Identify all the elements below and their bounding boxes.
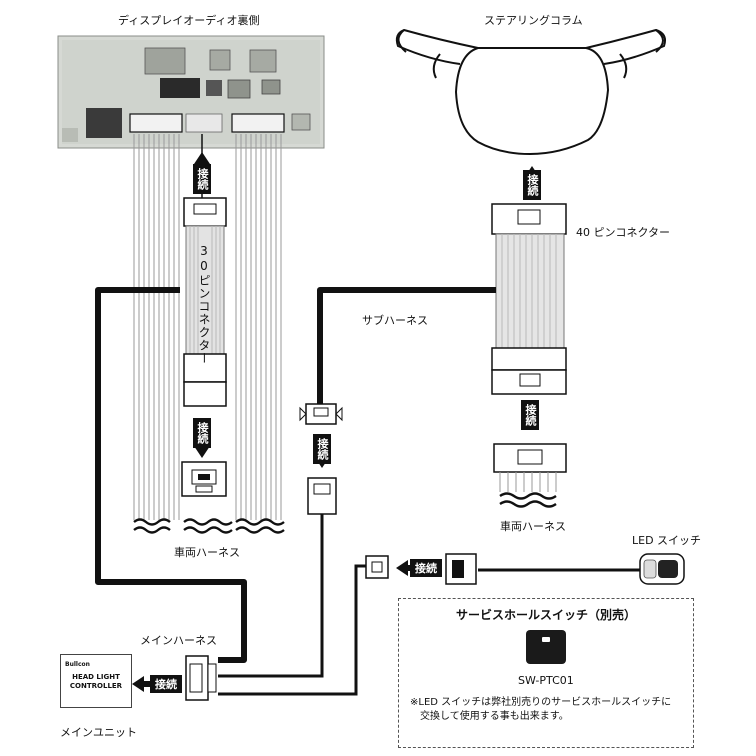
harness-lines bbox=[95, 287, 496, 663]
unit-line2: CONTROLLER bbox=[69, 682, 123, 690]
connect-tag-sub-harness: 接続 bbox=[313, 434, 331, 464]
label-main-harness: メインハーネス bbox=[140, 634, 217, 647]
service-switch-note-2: 交換して使用する事も出来ます。 bbox=[420, 711, 569, 722]
vehicle-connector-right bbox=[493, 443, 567, 492]
service-switch-button bbox=[526, 630, 566, 664]
arrow-left-unit bbox=[132, 676, 150, 692]
service-switch-note-1: ※LED スイッチは弊社別売りのサービスホールスイッチに bbox=[410, 697, 672, 708]
connect-tag-steering: 接続 bbox=[523, 170, 541, 200]
main-harness-connector bbox=[185, 655, 217, 701]
service-switch-model: SW-PTC01 bbox=[518, 674, 574, 687]
label-vehicle-harness-right: 車両ハーネス bbox=[500, 520, 566, 533]
wavy-lines-right bbox=[499, 492, 557, 508]
steering-column bbox=[395, 28, 666, 156]
sub-harness-connector-female bbox=[299, 403, 343, 425]
led-connector-right bbox=[445, 553, 477, 585]
main-unit: Bullcon HEAD LIGHT CONTROLLER bbox=[60, 654, 132, 708]
service-switch-box bbox=[398, 598, 694, 748]
service-switch-title: サービスホールスイッチ（別売） bbox=[456, 608, 637, 622]
label-40pin-connector: 40 ピンコネクター bbox=[576, 226, 671, 239]
display-audio-panel bbox=[57, 35, 325, 149]
wire-bundle-right bbox=[235, 134, 282, 520]
label-main-unit: メインユニット bbox=[60, 726, 137, 739]
led-connector-left bbox=[365, 555, 389, 579]
unit-line1: HEAD LIGHT bbox=[72, 673, 120, 681]
thin-harness-lines bbox=[218, 512, 366, 696]
label-steering-column: ステアリングコラム bbox=[484, 14, 583, 27]
label-vehicle-harness-left: 車両ハーネス bbox=[174, 546, 240, 559]
label-display-back: ディスプレイオーディオ裏側 bbox=[118, 14, 260, 27]
led-switch-device bbox=[639, 553, 685, 585]
label-30pin-connector: 30ピンコネクター bbox=[197, 244, 211, 365]
connect-tag-40pin-lower: 接続 bbox=[521, 400, 539, 430]
label-sub-harness: サブハーネス bbox=[362, 314, 428, 327]
sub-harness-connector-male bbox=[307, 477, 337, 515]
unit-brand: Bullcon bbox=[65, 661, 90, 668]
pin30-connector-assembly bbox=[183, 134, 227, 407]
pin40-connector-assembly bbox=[491, 203, 567, 395]
vehicle-connector-left bbox=[181, 461, 227, 497]
connect-tag-main-unit: 接続 bbox=[150, 675, 182, 693]
connect-tag-display: 接続 bbox=[193, 164, 211, 194]
wire-bundle-left bbox=[133, 134, 180, 520]
wavy-lines-left bbox=[133, 518, 285, 534]
service-switch-led bbox=[542, 637, 550, 642]
arrow-left-led bbox=[396, 560, 416, 576]
connect-tag-led: 接続 bbox=[410, 559, 442, 577]
connect-tag-30pin-lower: 接続 bbox=[193, 418, 211, 448]
label-led-switch: LED スイッチ bbox=[632, 534, 702, 547]
